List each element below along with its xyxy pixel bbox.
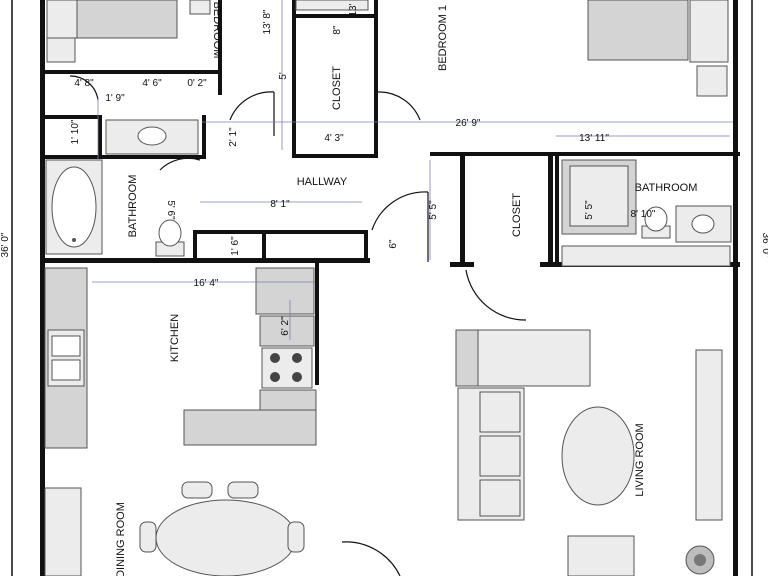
room-label-dining-room: DINING ROOM (115, 502, 127, 576)
dining-table (139, 481, 305, 576)
dim-2-1: 2' 1" (228, 127, 239, 147)
room-label-living-room: LIVING ROOM (634, 423, 646, 496)
door-swings (69, 75, 527, 576)
bathroom-counter (561, 245, 731, 267)
dim-overall-left: 36' 0" (0, 232, 11, 257)
bed-right (295, 0, 729, 97)
room-label-bedroom-1: BEDROOM 1 (437, 5, 449, 71)
dim-5-closet: 5' (278, 72, 289, 80)
kitchen-counter (44, 267, 317, 576)
dim-26-9: 26' 9" (456, 118, 481, 129)
dim-4-3: 4' 3" (324, 133, 344, 144)
dim-4-8: 4' 8" (74, 78, 94, 89)
bed-left (46, 0, 211, 63)
room-label-kitchen: KITCHEN (169, 314, 181, 362)
dim-1-9: 1' 9" (105, 93, 125, 104)
dim-1-6: 1' 6" (230, 236, 241, 256)
bathtub (45, 159, 103, 255)
dim-5-5: 5' 5" (428, 200, 439, 220)
room-label-bedroom: BEDROOM (211, 2, 223, 59)
room-label-closet-a: CLOSET (331, 66, 343, 110)
sofa (455, 329, 591, 521)
room-label-hallway: HALLWAY (297, 176, 348, 188)
armchair (567, 535, 635, 576)
walls (40, 0, 740, 576)
dim-overall-right: 36' 0" (760, 233, 768, 258)
dim-6: 6" (388, 239, 399, 249)
bathroom-sink-right (675, 205, 732, 243)
dim-8-top: 8" (332, 25, 343, 35)
dim-16-4: 16' 4" (194, 278, 219, 289)
room-label-bathroom-right: BATHROOM (635, 182, 698, 194)
dim-5-5b: 5' 5" (584, 200, 595, 220)
plant (685, 545, 715, 575)
dim-5-6: 5' 6" (165, 200, 176, 220)
dim-13-top: 13' (348, 3, 359, 16)
dim-1-10: 1' 10" (70, 119, 81, 144)
dim-13-11: 13' 11" (579, 133, 609, 144)
dim-6-2: 6' 2" (280, 316, 291, 336)
bathroom-sink-left (105, 119, 199, 155)
dimension-lines (92, 0, 733, 340)
dim-13-8: 13' 8" (262, 9, 273, 34)
toilet-left (155, 219, 185, 257)
room-label-bathroom-left: BATHROOM (127, 175, 139, 238)
dim-4-6: 4' 6" (142, 78, 162, 89)
coffee-table (561, 406, 635, 506)
shower-right (561, 159, 637, 235)
room-label-closet-b: CLOSET (511, 193, 523, 237)
dim-8-1: 8' 1" (270, 199, 290, 210)
dim-0-2: 0' 2" (187, 78, 207, 89)
dim-8-10: 8' 10" (631, 209, 656, 220)
toilet-right (641, 206, 671, 239)
outer-guides (11, 0, 753, 576)
tv-console (695, 349, 723, 521)
